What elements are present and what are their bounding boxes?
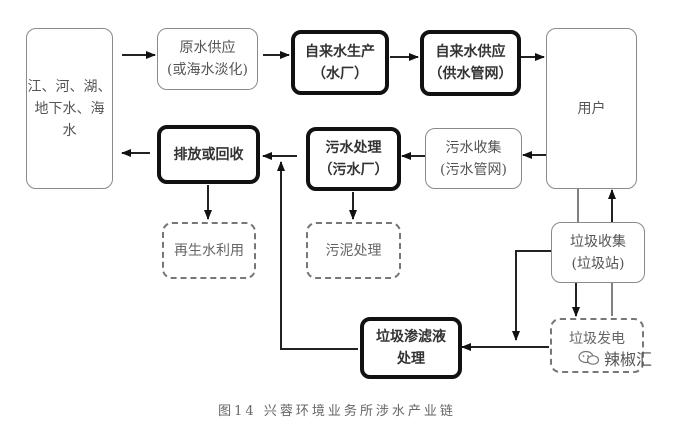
- node-garbage-collection: 垃圾收集 (垃圾站): [551, 222, 645, 283]
- node-raw-water-supply: 原水供应 (或海水淡化): [157, 28, 258, 90]
- figure-caption: 图14 兴蓉环境业务所涉水产业链: [218, 404, 456, 419]
- watermark: 辣椒汇: [578, 346, 652, 370]
- node-label: 原水供应: [179, 40, 236, 56]
- node-label: 污泥处理: [325, 242, 382, 259]
- node-label: 污水处理: [325, 140, 382, 156]
- node-discharge-or-recycle: 排放或回收: [157, 125, 260, 184]
- node-label: （水厂）: [312, 65, 368, 82]
- node-reclaimed-water: 再生水利用: [162, 222, 256, 279]
- node-label: 处理: [397, 351, 425, 367]
- node-users: 用户: [546, 28, 637, 189]
- node-label: 再生水利用: [174, 242, 244, 259]
- node-label: (或海水淡化): [167, 62, 248, 78]
- node-label: 污水收集: [445, 139, 502, 156]
- node-label: (污水管网): [440, 161, 507, 178]
- wechat-icon: [578, 350, 600, 365]
- node-label: （污水厂）: [318, 162, 389, 178]
- node-label: 用户: [577, 100, 606, 117]
- node-garbage-power: 垃圾发电: [550, 318, 644, 373]
- node-water-source: 江、河、湖、 地下水、海 水: [26, 28, 113, 189]
- node-label: （供水管网）: [428, 66, 513, 82]
- edge-leachate-to-discharge: [277, 161, 358, 350]
- node-label: 垃圾收集: [570, 233, 626, 250]
- node-water-production: 自来水生产 （水厂）: [291, 30, 389, 95]
- node-label: 排放或回收: [173, 146, 244, 163]
- node-sewage-treatment: 污水处理 （污水厂）: [306, 127, 401, 191]
- node-sludge-treatment: 污泥处理: [306, 222, 401, 279]
- node-label: 水: [62, 122, 77, 139]
- node-label: 自来水生产: [305, 43, 375, 60]
- node-label: 自来水供应: [435, 44, 506, 60]
- node-label: 垃圾渗滤液: [376, 329, 446, 345]
- node-sewage-collection: 污水收集 (污水管网): [425, 128, 522, 189]
- edge-garbage-collection-to-leachate: [512, 250, 551, 341]
- watermark-text: 辣椒汇: [604, 350, 653, 369]
- node-label: 地下水、海: [34, 100, 105, 117]
- node-label: 垃圾发电: [569, 331, 625, 347]
- node-label: 江、河、湖、: [27, 78, 112, 95]
- node-leachate-treatment: 垃圾渗滤液 处理: [360, 317, 462, 379]
- node-water-supply: 自来水供应 （供水管网）: [420, 30, 521, 96]
- node-label: (垃圾站): [571, 255, 625, 272]
